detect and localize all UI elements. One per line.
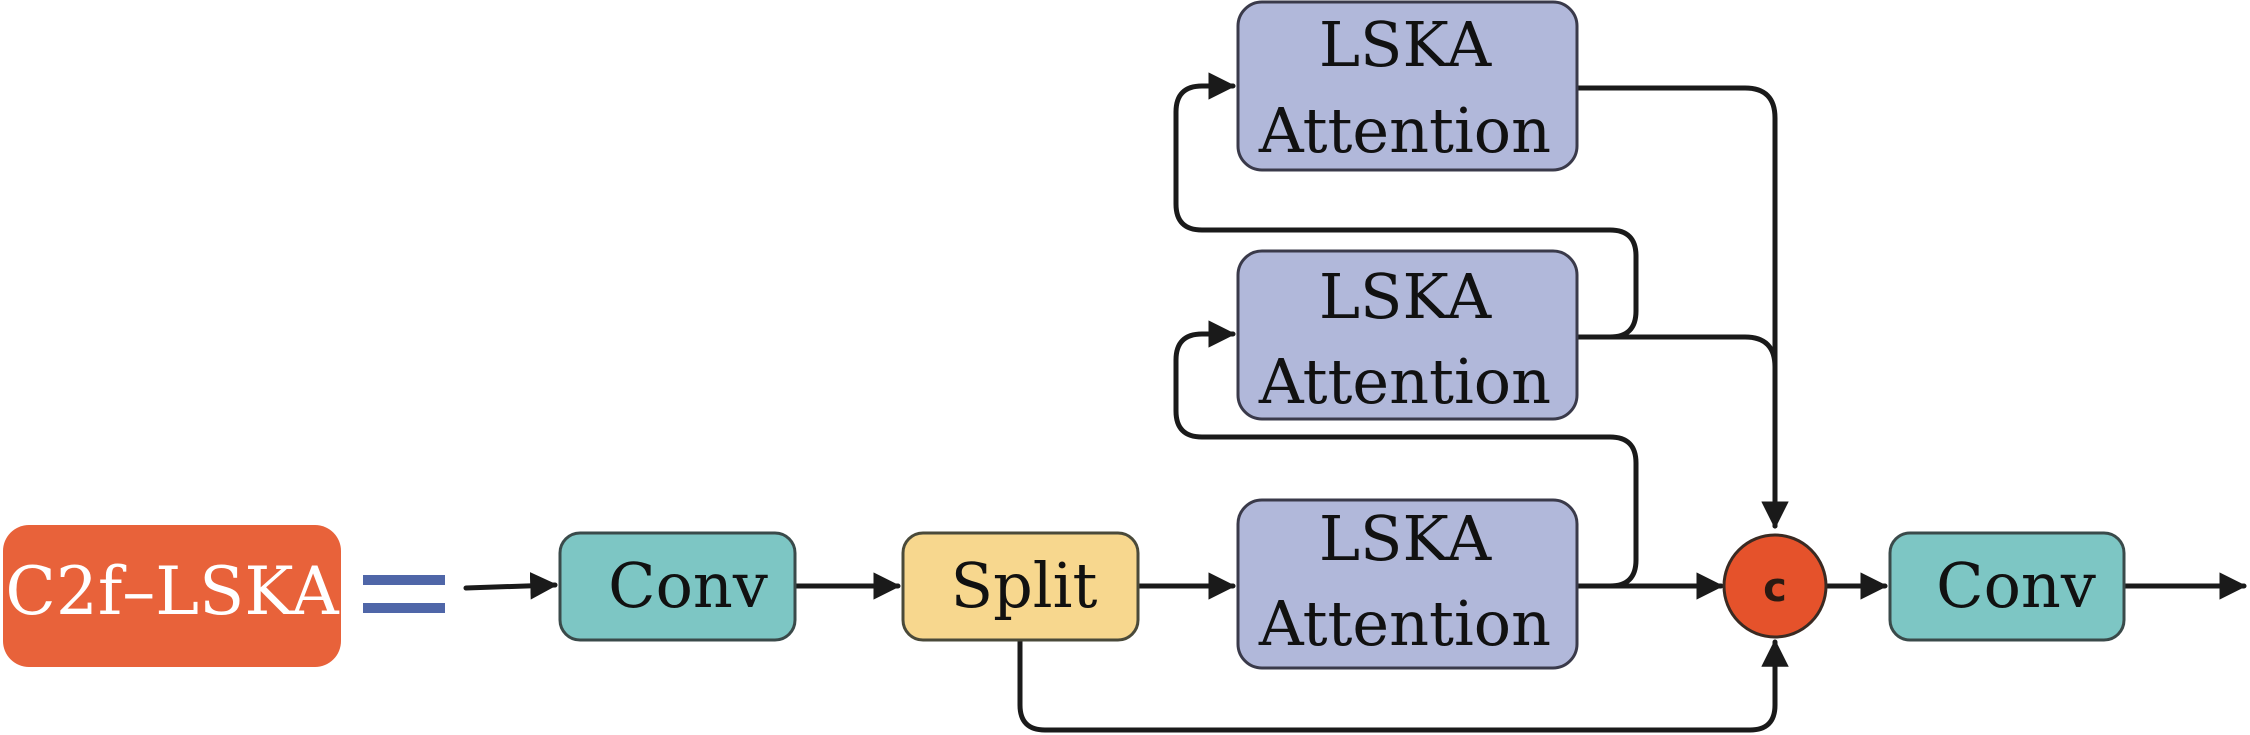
edge-split-to-concat-bypass xyxy=(1017,637,1789,733)
lska-attention-top-line1: LSKA xyxy=(1319,8,1492,81)
lska-attention-middle-node: LSKA Attention xyxy=(1236,249,1579,421)
concat-label: c xyxy=(1763,565,1787,611)
split-label: Split xyxy=(951,549,1098,622)
lska-attention-bottom-box xyxy=(1236,498,1579,670)
module-title-block: C2f–LSKA xyxy=(3,525,341,667)
edge-lska-top-to-concat xyxy=(1574,85,1789,529)
conv-input-label: Conv xyxy=(608,549,768,622)
module-title: C2f–LSKA xyxy=(5,553,340,630)
edges xyxy=(463,72,2247,733)
conv-input-node: Conv xyxy=(558,531,797,642)
concat-circle xyxy=(1722,533,1828,639)
conv-input-box xyxy=(558,531,797,642)
edge-input-to-conv xyxy=(463,572,558,600)
equals-bar-top xyxy=(363,575,445,585)
lska-attention-middle-line1: LSKA xyxy=(1319,260,1492,333)
conv-output-box xyxy=(1888,531,2126,642)
split-node: Split xyxy=(901,531,1140,642)
equals-bar-bottom xyxy=(363,603,445,613)
conv-output-node: Conv xyxy=(1888,531,2126,642)
lska-attention-middle-box xyxy=(1236,249,1579,421)
conv-output-label: Conv xyxy=(1936,549,2096,622)
concat-node: c xyxy=(1722,533,1828,639)
title-block-background xyxy=(3,525,341,667)
lska-attention-top-line2: Attention xyxy=(1258,94,1551,167)
lska-attention-bottom-node: LSKA Attention xyxy=(1236,498,1579,670)
edge-lska-middle-to-concat xyxy=(1574,334,1789,529)
split-box xyxy=(901,531,1140,642)
lska-attention-top-node: LSKA Attention xyxy=(1236,0,1579,172)
edge-lska-bottom-to-lska-middle xyxy=(1173,320,1639,589)
lska-attention-bottom-line1: LSKA xyxy=(1319,502,1492,575)
lska-attention-middle-line2: Attention xyxy=(1258,345,1551,418)
lska-attention-top-box xyxy=(1236,0,1579,172)
equals-sign xyxy=(363,575,445,613)
edge-lska-middle-to-lska-top xyxy=(1173,72,1639,340)
lska-attention-bottom-line2: Attention xyxy=(1258,587,1551,660)
